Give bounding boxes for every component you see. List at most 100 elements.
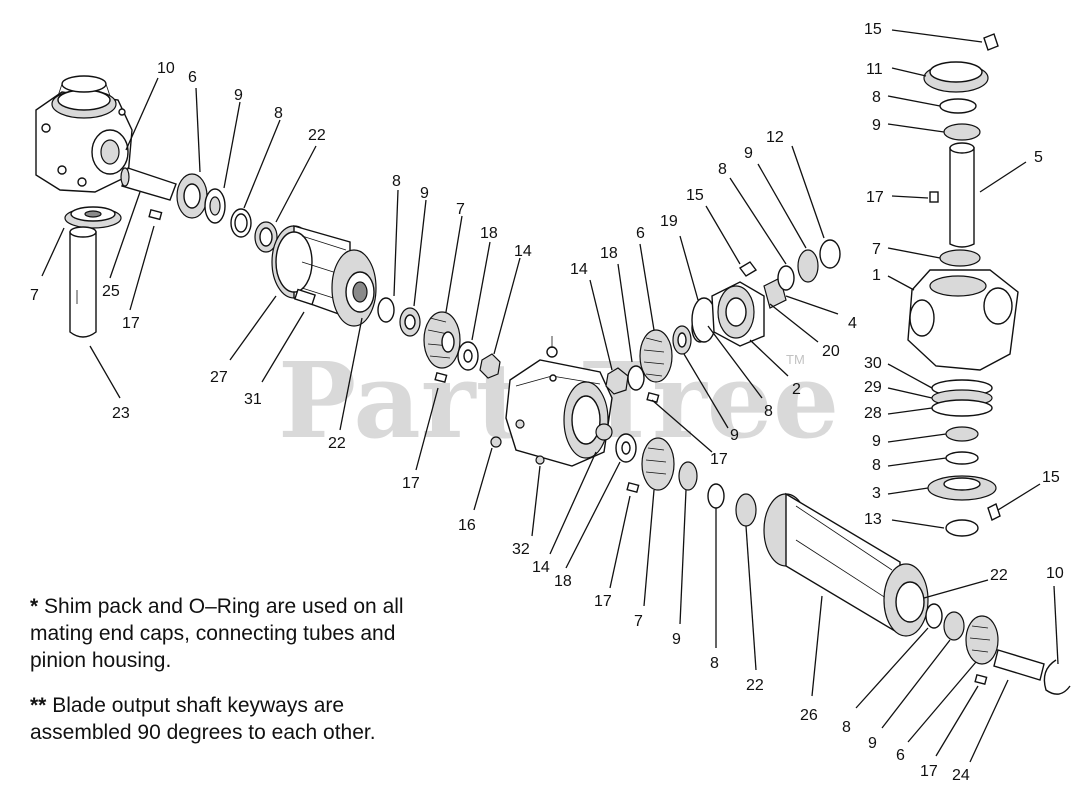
callout-18-mid: 18 <box>480 225 498 242</box>
callout-14-mid: 14 <box>514 243 532 260</box>
callout-7-lower: 7 <box>634 613 643 630</box>
callout-24: 24 <box>952 767 970 784</box>
callout-17-mid: 17 <box>402 475 420 492</box>
bolt-15-top <box>983 33 999 51</box>
bearing-cup-upper-left <box>204 188 226 224</box>
callout-27: 27 <box>210 369 228 386</box>
callout-15-center: 15 <box>686 187 704 204</box>
callout-25: 25 <box>102 283 120 300</box>
callout-32: 32 <box>512 541 530 558</box>
bevel-gear-6-bottom <box>965 615 999 665</box>
callout-28: 28 <box>864 405 882 422</box>
callout-9-right: 9 <box>744 145 753 162</box>
callout-8-center: 8 <box>764 403 773 420</box>
callout-29: 29 <box>864 379 882 396</box>
callout-4: 4 <box>848 315 857 332</box>
bearing-9-right <box>797 249 819 283</box>
bearing-cone-upper-left <box>176 173 208 219</box>
bearing-9-center <box>672 325 692 355</box>
ring-8-right <box>777 265 795 291</box>
callout-1: 1 <box>872 267 881 284</box>
watermark-trademark: TM <box>786 352 805 367</box>
seal-22-upper-left <box>254 221 278 253</box>
callout-31: 31 <box>244 391 262 408</box>
callout-9-top: 9 <box>872 117 881 134</box>
note-2-text: Blade output shaft keyways are assembled… <box>30 694 376 744</box>
left-gearbox-housing <box>35 75 133 193</box>
callout-14-center: 14 <box>570 261 588 278</box>
callout-7-left: 7 <box>30 287 39 304</box>
callout-20: 20 <box>822 343 840 360</box>
vent-32 <box>535 455 545 465</box>
callout-6-center: 6 <box>636 225 645 242</box>
callout-13: 13 <box>864 511 882 528</box>
callout-8-stack: 8 <box>872 457 881 474</box>
cover-11 <box>923 61 989 93</box>
note-2-marker: ** <box>30 694 47 717</box>
ring-8-stack <box>945 451 979 465</box>
callout-6-bottom: 6 <box>896 747 905 764</box>
key-17-right <box>929 191 939 203</box>
callout-5: 5 <box>1034 149 1043 166</box>
seal-13 <box>945 519 979 537</box>
connecting-tube-lower <box>763 492 929 637</box>
callout-8-bottom: 8 <box>842 719 851 736</box>
callout-22-mid: 22 <box>328 435 346 452</box>
callout-9-lower: 9 <box>672 631 681 648</box>
bevel-gear-7-lower <box>641 437 675 491</box>
seal-12 <box>819 239 841 269</box>
nut-14-mid <box>479 353 501 379</box>
note-1-marker: * <box>30 595 39 618</box>
callout-8-mid: 8 <box>392 173 401 190</box>
callout-7-mid: 7 <box>456 201 465 218</box>
note-1-text: Shim pack and O–Ring are used on all mat… <box>30 595 404 672</box>
key-17-left <box>148 208 163 221</box>
bolt-15-right <box>987 503 1001 521</box>
callout-8-lower: 8 <box>710 655 719 672</box>
callout-8-upper: 8 <box>274 105 283 122</box>
gearbox-housing-1 <box>907 269 1019 371</box>
ring-8-top <box>939 98 977 114</box>
shim-stack-28-29-30 <box>931 379 993 417</box>
ring-8-lower <box>707 483 725 509</box>
bearing-9-lower <box>678 461 698 491</box>
left-shaft-gear <box>64 206 122 229</box>
callout-8-top: 8 <box>872 89 881 106</box>
callout-2: 2 <box>792 381 801 398</box>
vertical-shaft-5 <box>949 142 975 248</box>
callout-17-center: 17 <box>710 451 728 468</box>
ring-8-mid <box>377 297 395 323</box>
callout-22-lower: 22 <box>746 677 764 694</box>
callout-17-right: 17 <box>866 189 884 206</box>
key-17-center <box>646 391 660 404</box>
callout-11: 11 <box>866 61 883 78</box>
connecting-tube-upper <box>271 225 377 327</box>
bevel-gear-6-center <box>639 329 673 383</box>
washer-18-lower <box>615 433 637 463</box>
callout-12: 12 <box>766 129 784 146</box>
callout-numbers: 10 6 9 8 22 7 25 17 23 8 9 7 18 14 27 31… <box>30 21 1064 784</box>
callout-15-right: 15 <box>1042 469 1060 486</box>
callout-18-lower: 18 <box>554 573 572 590</box>
snap-ring-10 <box>1043 659 1071 695</box>
key-17-bottom <box>974 673 988 686</box>
seal-22-lower <box>735 493 757 527</box>
callout-10-right: 10 <box>1046 565 1064 582</box>
callout-3: 3 <box>872 485 881 502</box>
callout-22-bottom: 22 <box>990 567 1008 584</box>
washer-18-mid <box>457 341 479 371</box>
callout-9-bottom: 9 <box>868 735 877 752</box>
key-17-mid <box>434 371 448 384</box>
callout-10-left: 10 <box>157 60 175 77</box>
note-keyways: ** Blade output shaft keyways are assemb… <box>30 692 430 746</box>
callout-7-right: 7 <box>872 241 881 258</box>
callout-14-lower: 14 <box>532 559 550 576</box>
callout-8-right: 8 <box>718 161 727 178</box>
callout-26: 26 <box>800 707 818 724</box>
note-shim-pack: * Shim pack and O–Ring are used on all m… <box>30 593 430 674</box>
callout-22-upper: 22 <box>308 127 326 144</box>
end-cap-3 <box>927 475 997 501</box>
bolt-15-center <box>738 261 758 277</box>
plug-16 <box>490 436 502 448</box>
